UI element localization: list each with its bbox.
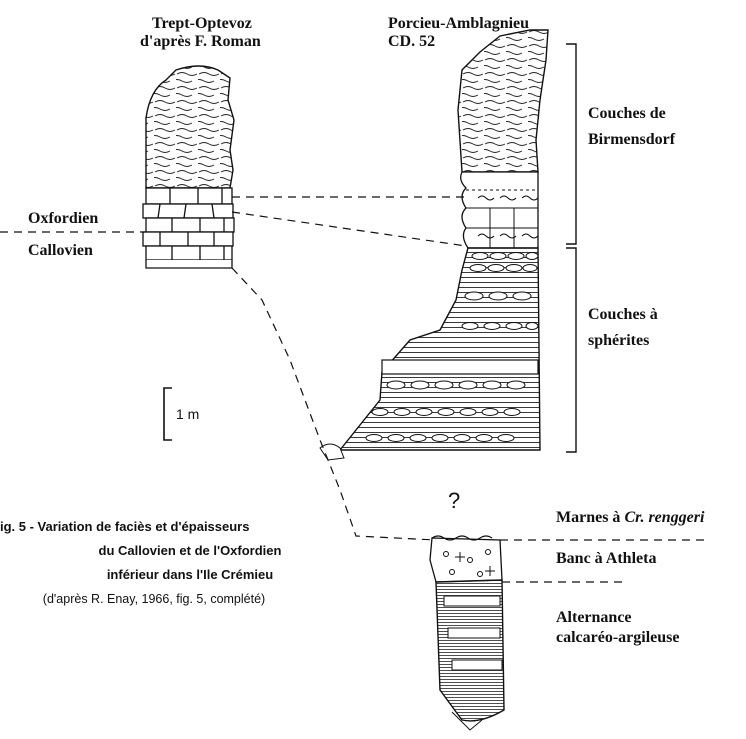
left-section-title: Trept-Optevoz xyxy=(152,14,252,33)
right-section-subtitle: CD. 52 xyxy=(388,32,435,51)
lower-athleta-bed xyxy=(430,538,502,582)
left-section-source: d'après F. Roman xyxy=(140,32,261,51)
bracket-birmensdorf xyxy=(566,44,576,244)
unit-alternance-line2: calcaréo-argileuse xyxy=(556,628,680,647)
unit-marnes: Marnes à Cr. renggeri xyxy=(556,508,704,527)
unit-alternance-line1: Alternance xyxy=(556,608,632,627)
right-scree xyxy=(320,444,344,460)
unit-birmensdorf-line2: Birmensdorf xyxy=(588,130,675,149)
right-limestone-bed xyxy=(382,360,538,374)
unit-athleta: Banc à Athleta xyxy=(556,549,656,568)
right-column xyxy=(320,30,548,460)
lower-column xyxy=(430,536,504,730)
stage-oxfordien: Oxfordien xyxy=(28,209,98,228)
right-spherites-body xyxy=(340,248,540,450)
left-limestone-beds xyxy=(143,188,234,268)
scale-bar xyxy=(164,388,172,440)
unit-spherites-line1: Couches à xyxy=(588,305,658,324)
caption-line-1: ig. 5 - Variation de faciès et d'épaisse… xyxy=(0,518,249,535)
unknown-marker: ? xyxy=(448,488,460,514)
left-marl-top xyxy=(146,66,234,188)
caption-line-3: inférieur dans l'Ile Crémieu xyxy=(10,566,370,583)
unit-marnes-species: Cr. renggeri xyxy=(624,509,704,526)
unit-marnes-prefix: Marnes à xyxy=(556,509,624,526)
stage-callovien: Callovien xyxy=(28,241,93,260)
unit-spherites-line2: sphérites xyxy=(588,331,649,350)
right-marly-limestone xyxy=(461,172,538,248)
caption-line-4: (d'après R. Enay, 1966, fig. 5, complété… xyxy=(0,591,334,608)
unit-birmensdorf-line1: Couches de xyxy=(588,104,666,123)
bracket-spherites xyxy=(566,248,576,452)
unit-brackets xyxy=(566,44,576,452)
caption-line-2: du Callovien et de l'Oxfordien xyxy=(10,542,370,559)
right-marl-top xyxy=(458,30,548,172)
scale-bar-label: 1 m xyxy=(176,406,199,423)
left-column xyxy=(143,66,234,268)
right-section-title: Porcieu-Amblagnieu xyxy=(388,14,529,33)
